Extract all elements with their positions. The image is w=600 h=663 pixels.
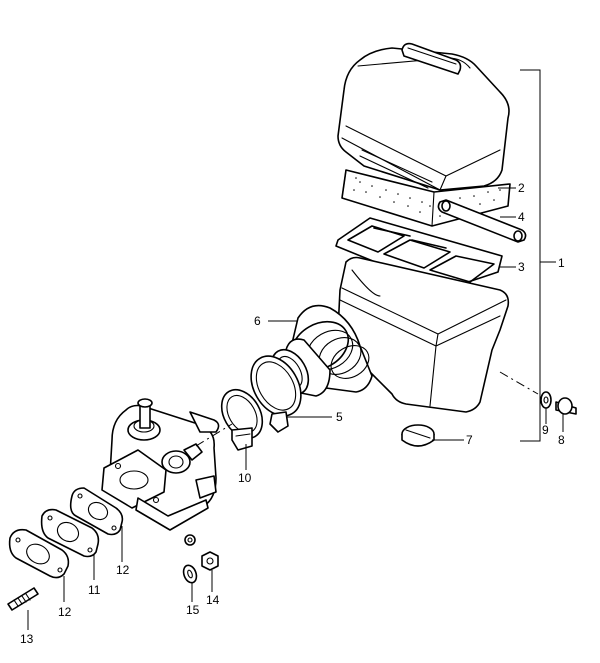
callout-2: 2 [518, 181, 525, 195]
leader-lines [27, 187, 564, 630]
callout-8: 8 [558, 433, 565, 447]
callout-9: 9 [542, 423, 549, 437]
callout-10: 10 [238, 471, 252, 485]
gasket-12-lower [8, 528, 70, 579]
carburetor [101, 398, 220, 546]
air-cleaner-lid [337, 42, 510, 191]
bolt-8 [555, 397, 577, 415]
stud-13 [7, 587, 39, 611]
callout-4: 4 [518, 210, 525, 224]
callout-13: 13 [20, 632, 34, 646]
callout-5: 5 [336, 410, 343, 424]
washer-15 [182, 564, 198, 584]
callout-3: 3 [518, 260, 525, 274]
air-cleaner-case [337, 256, 510, 413]
drain-plug-7 [401, 424, 435, 447]
callout-7: 7 [466, 433, 473, 447]
spacer-11 [40, 508, 100, 558]
assembly-bracket-1 [520, 69, 556, 442]
hose-clamp-large [250, 355, 302, 433]
element-frame [335, 217, 503, 291]
callout-6: 6 [254, 314, 261, 328]
retaining-strap [437, 199, 527, 243]
callout-15: 15 [186, 603, 200, 617]
assembly-centerline-carb [195, 423, 233, 447]
nut-14 [201, 551, 219, 571]
callout-1: 1 [558, 256, 565, 270]
hose-clamp-small [220, 388, 264, 451]
assembly-centerline-case [499, 371, 539, 395]
callout-12-upper: 12 [116, 563, 130, 577]
callout-12-lower: 12 [58, 605, 72, 619]
callout-14: 14 [206, 593, 220, 607]
callout-11: 11 [88, 583, 101, 597]
washer-9 [540, 391, 552, 409]
gasket-12-upper [69, 487, 124, 536]
